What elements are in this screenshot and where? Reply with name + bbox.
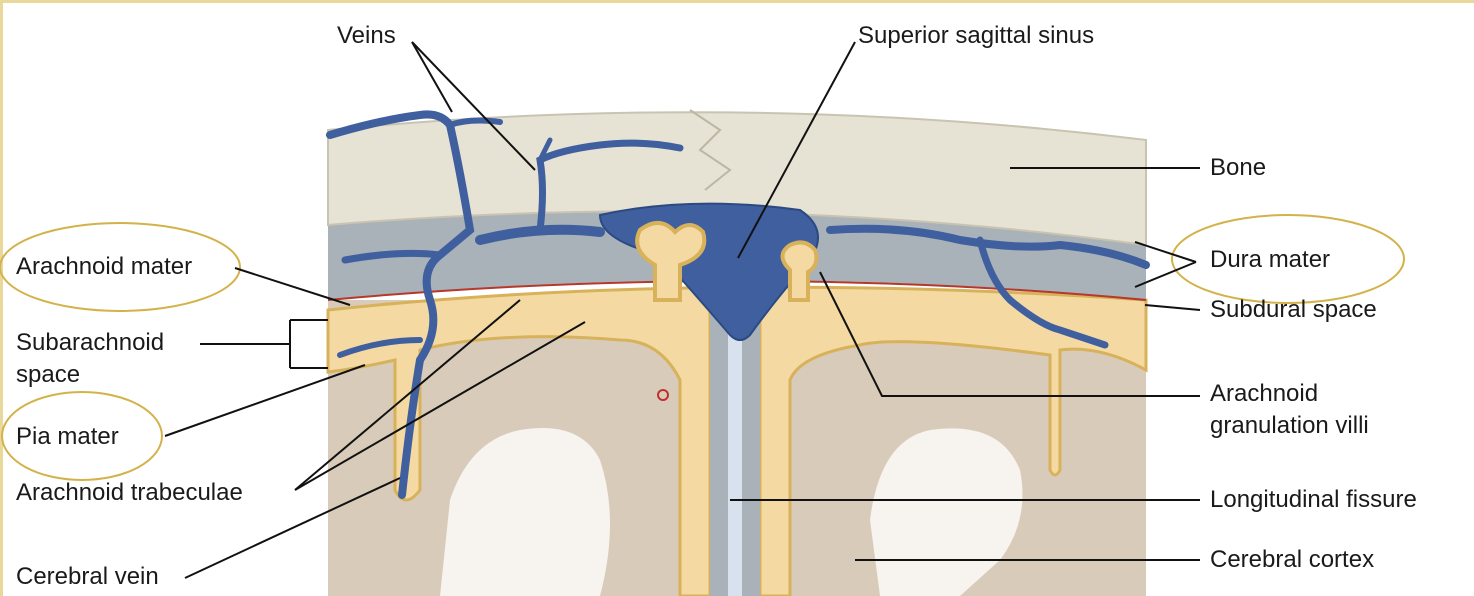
label-arachnoid-mater: Arachnoid mater	[16, 253, 193, 280]
highlight-ellipse-dura-mater	[1171, 214, 1405, 304]
veins-network	[326, 110, 1150, 499]
label-longitudinal-fissure: Longitudinal fissure	[1210, 486, 1417, 513]
label-subdural-space: Subdural space	[1210, 296, 1377, 323]
red-blood-vessel-dot	[657, 389, 669, 401]
longitudinal-fissure-core	[728, 300, 742, 596]
label-cerebral-vein: Cerebral vein	[16, 563, 159, 590]
label-subarachnoid-space-1: Subarachnoid	[16, 329, 165, 356]
label-arachnoid-granulation-villi-1: Arachnoid	[1210, 380, 1319, 407]
white-matter-left	[440, 428, 610, 596]
white-matter-right	[870, 428, 1023, 596]
label-dura-mater: Dura mater	[1210, 246, 1331, 273]
leader-lines	[164, 41, 1201, 579]
label-arachnoid-trabeculae: Arachnoid trabeculae	[16, 479, 243, 506]
label-superior-sagittal-sinus: Superior sagittal sinus	[858, 22, 1095, 49]
highlight-ellipse-arachnoid-mater	[0, 222, 241, 312]
label-veins: Veins	[337, 22, 396, 49]
label-arachnoid-granulation-villi-2: granulation villi	[1210, 412, 1369, 439]
label-pia-mater: Pia mater	[16, 423, 119, 450]
arachnoid-granulation-left	[635, 221, 707, 302]
label-bone: Bone	[1210, 154, 1267, 181]
label-cerebral-cortex: Cerebral cortex	[1210, 546, 1375, 573]
highlight-ellipse-pia-mater	[1, 391, 163, 481]
bone-suture	[689, 109, 732, 191]
label-subarachnoid-space-2: space	[16, 361, 81, 388]
arachnoid-granulation-right	[780, 240, 819, 302]
